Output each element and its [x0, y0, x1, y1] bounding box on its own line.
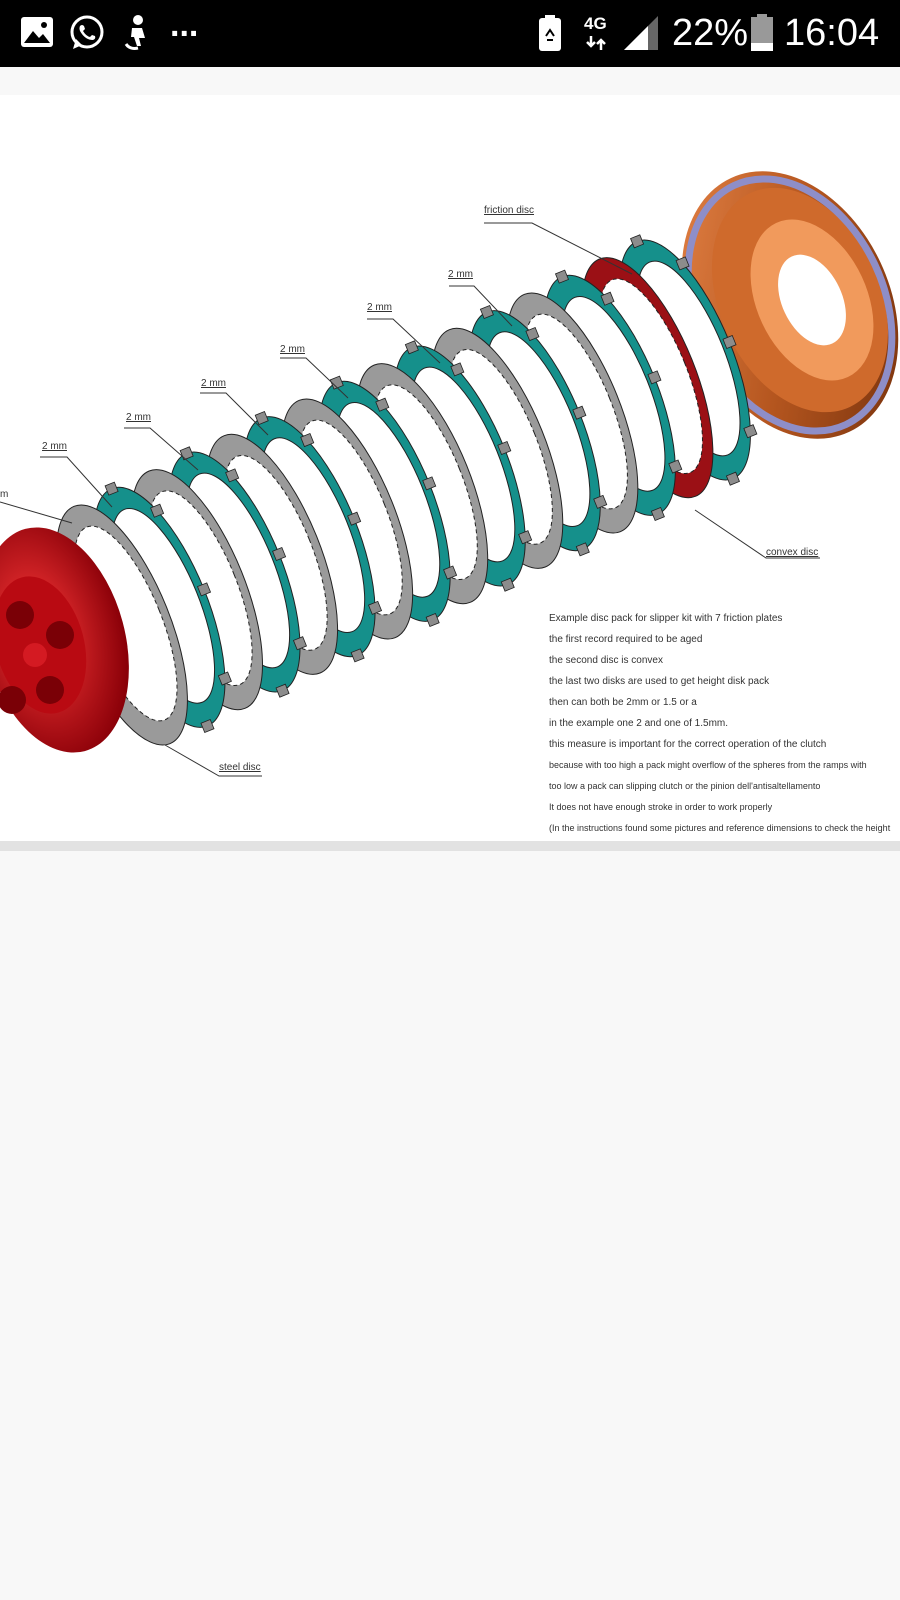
battery-icon	[750, 14, 774, 57]
disc-tab	[217, 671, 232, 686]
thickness-label-1: 2 mm	[448, 269, 473, 280]
network-type-label: 4G	[584, 14, 607, 33]
disc-tab	[500, 577, 515, 592]
caption-line-1: Example disc pack for slipper kit with 7…	[549, 613, 783, 624]
disc-tab	[572, 405, 587, 420]
disc-tab	[743, 424, 758, 439]
disc-tab	[350, 648, 365, 663]
disc-tab	[104, 481, 119, 496]
thickness-label-6: 2 mm	[42, 441, 67, 452]
disc-tab	[668, 459, 683, 474]
thickness-label-4: 2 mm	[201, 378, 226, 389]
disc-tab	[722, 334, 737, 350]
clutch-exploded-diagram	[0, 171, 899, 777]
accessibility-icon	[124, 14, 152, 57]
disc-tab	[647, 370, 662, 385]
clutch-hub	[0, 527, 129, 753]
disc-tab	[404, 340, 419, 355]
disc-tab	[329, 375, 344, 390]
disc-tab	[368, 600, 383, 615]
disc-tab	[422, 476, 437, 491]
leader-lines	[0, 222, 820, 777]
friction-disc-label: friction disc	[484, 205, 535, 216]
disc-tab	[630, 234, 645, 249]
disc-tab	[650, 506, 665, 522]
disc-tab	[300, 433, 315, 448]
disc-tab	[593, 494, 608, 509]
caption-line-4: the last two disks are used to get heigh…	[549, 676, 770, 687]
disc-tab	[600, 291, 615, 306]
disc-tab	[675, 256, 690, 271]
caption-line-7: this measure is important for the correc…	[549, 739, 827, 750]
disc-stack	[56, 234, 758, 746]
battery-percent: 22%	[672, 12, 749, 54]
clock: 16:04	[784, 12, 880, 54]
image-bottom-border	[0, 841, 900, 851]
caption-line-9: too low a pack can slipping clutch or th…	[549, 781, 821, 791]
disc-tab	[254, 410, 269, 426]
caption-line-3: the second disc is convex	[549, 655, 663, 666]
caption-line-11: (In the instructions found some pictures…	[549, 823, 891, 833]
image-viewer[interactable]: friction disc 2 mm 2 mm 2 mm 2 mm 2 mm 2…	[0, 67, 900, 1600]
convex-disc-label: convex disc	[766, 547, 819, 558]
battery-saver-icon	[538, 14, 562, 57]
disc-tab	[443, 565, 458, 580]
clutch-diagram-image[interactable]: friction disc 2 mm 2 mm 2 mm 2 mm 2 mm 2…	[0, 95, 900, 841]
disc-tab	[375, 397, 390, 412]
disc-tab	[575, 542, 590, 557]
disc-tab	[275, 683, 290, 698]
steel-disc-label: steel disc	[219, 762, 261, 773]
caption-line-10: It does not have enough stroke in order …	[549, 802, 773, 812]
disc-tab	[225, 468, 240, 483]
thickness-label-5: 2 mm	[126, 412, 151, 423]
disc-tab	[200, 718, 215, 734]
disc-tab	[518, 530, 533, 545]
whatsapp-icon	[68, 14, 106, 57]
disc-tab	[497, 440, 512, 456]
thickness-label-3: 2 mm	[280, 344, 305, 355]
disc-tab	[450, 362, 465, 377]
disc-tab	[292, 636, 308, 651]
thickness-label-2: 2 mm	[367, 302, 392, 313]
caption-line-5: then can both be 2mm or 1.5 or a	[549, 697, 697, 708]
caption-line-6: in the example one 2 and one of 1.5mm.	[549, 718, 729, 729]
disc-tab	[272, 546, 287, 562]
disc-tab	[725, 471, 740, 486]
disc-tab	[479, 304, 494, 320]
disc-tab	[525, 327, 540, 342]
caption-line-8: because with too high a pack might overf…	[549, 760, 867, 770]
thickness-label-partial: m	[0, 489, 9, 500]
disc-tab	[150, 503, 165, 518]
disc-tab	[425, 612, 440, 628]
status-bar: ... 4G 22% 16:04	[0, 0, 900, 67]
disc-tab	[554, 269, 570, 284]
disc-tab	[347, 511, 362, 526]
gallery-icon	[20, 16, 54, 53]
disc-tab	[197, 582, 212, 597]
caption-line-2: the first record required to be aged	[549, 634, 703, 645]
network-4g-icon: 4G	[584, 14, 607, 50]
signal-icon	[622, 14, 660, 57]
more-notifications-icon: ...	[170, 6, 199, 44]
